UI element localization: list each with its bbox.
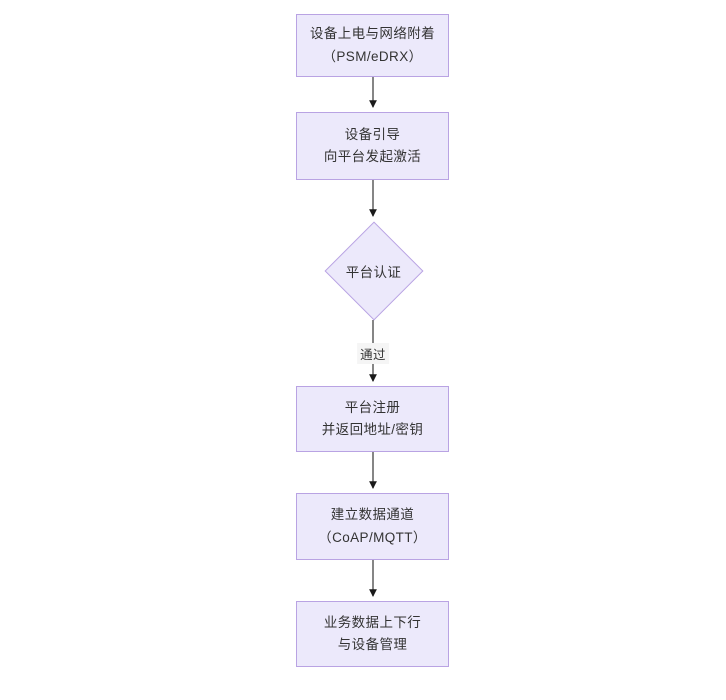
node-data-channel[interactable]: 建立数据通道 （CoAP/MQTT） <box>296 493 449 560</box>
node-platform-register-line-2: 并返回地址/密钥 <box>321 422 424 437</box>
node-power-on-line-1: 设备上电与网络附着 <box>309 26 436 42</box>
node-platform-register[interactable]: 平台注册 并返回地址/密钥 <box>296 386 449 452</box>
node-business-data-line-2: 与设备管理 <box>337 637 408 652</box>
node-platform-register-line-1: 平台注册 <box>344 399 401 415</box>
node-platform-auth[interactable]: 平台认证 <box>324 221 423 320</box>
edge-label-pass: 通过 <box>357 343 389 364</box>
node-data-channel-line-2: （CoAP/MQTT） <box>318 529 427 545</box>
node-power-on-line-2: （PSM/eDRX） <box>322 48 423 64</box>
node-bootstrap-line-2: 向平台发起激活 <box>323 149 422 164</box>
node-bootstrap[interactable]: 设备引导 向平台发起激活 <box>296 112 449 180</box>
node-business-data-line-1: 业务数据上下行 <box>323 614 422 630</box>
node-bootstrap-line-1: 设备引导 <box>344 126 401 142</box>
node-business-data[interactable]: 业务数据上下行 与设备管理 <box>296 601 449 667</box>
node-platform-auth-label: 平台认证 <box>345 264 402 280</box>
node-data-channel-line-1: 建立数据通道 <box>330 507 415 523</box>
node-power-on[interactable]: 设备上电与网络附着 （PSM/eDRX） <box>296 14 449 77</box>
